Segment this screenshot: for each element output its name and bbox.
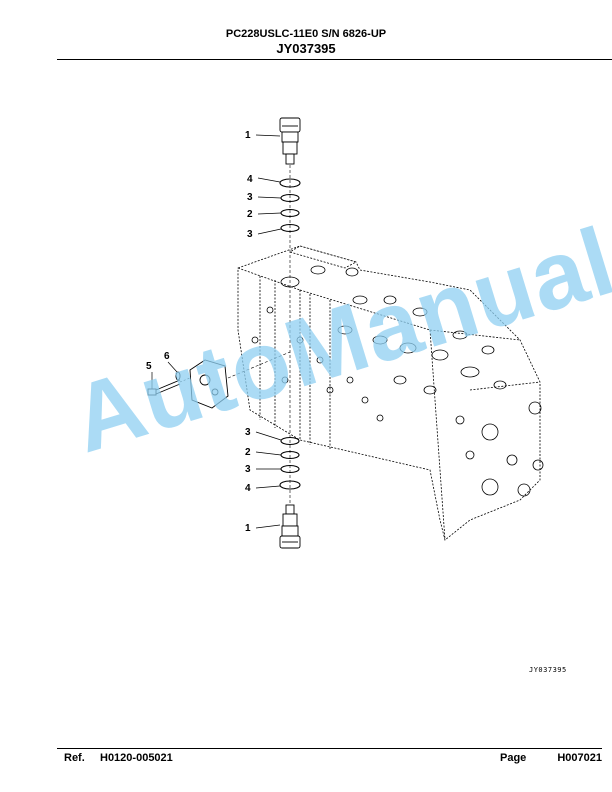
callout-bot-1: 1 — [245, 523, 251, 534]
callout-top-2: 2 — [247, 209, 253, 220]
page-label: Page — [500, 752, 527, 764]
callout-bot-3a: 3 — [245, 427, 251, 438]
page-header: PC228USLC-11E0 S/N 6826-UP JY037395 — [0, 28, 612, 56]
callout-top-3b: 3 — [247, 229, 253, 240]
callout-leaders — [151, 134, 282, 529]
page-value: H007021 — [557, 752, 602, 764]
callout-washer-6: 6 — [164, 351, 170, 362]
parts-diagram: 1 4 3 2 3 5 6 3 2 3 4 1 — [146, 117, 544, 549]
bolt — [147, 377, 191, 396]
relief-valve-bottom — [279, 504, 301, 549]
callout-bot-3b: 3 — [245, 464, 251, 475]
figure-reference: JY037395 — [529, 666, 567, 674]
callout-labels: 1 4 3 2 3 5 6 3 2 3 4 1 — [146, 130, 253, 534]
page-footer: Ref. H0120-005021 Page H007021 — [64, 752, 602, 768]
header-divider — [57, 59, 612, 60]
callout-top-4: 4 — [247, 174, 253, 185]
callout-bot-2: 2 — [245, 447, 251, 458]
side-cover-block — [189, 351, 291, 409]
footer-divider — [57, 748, 602, 749]
callout-bot-4: 4 — [245, 483, 251, 494]
model-title: PC228USLC-11E0 S/N 6826-UP — [225, 28, 387, 40]
ref-value: H0120-005021 — [100, 752, 173, 764]
callout-top-3a: 3 — [247, 192, 253, 203]
relief-valve-top — [279, 117, 301, 165]
valve-ports — [251, 265, 544, 497]
drawing-code: JY037395 — [276, 41, 336, 56]
callout-top-1: 1 — [245, 130, 251, 141]
ref-label: Ref. — [64, 752, 85, 764]
callout-bolt-5: 5 — [146, 361, 152, 372]
washer — [175, 371, 181, 381]
